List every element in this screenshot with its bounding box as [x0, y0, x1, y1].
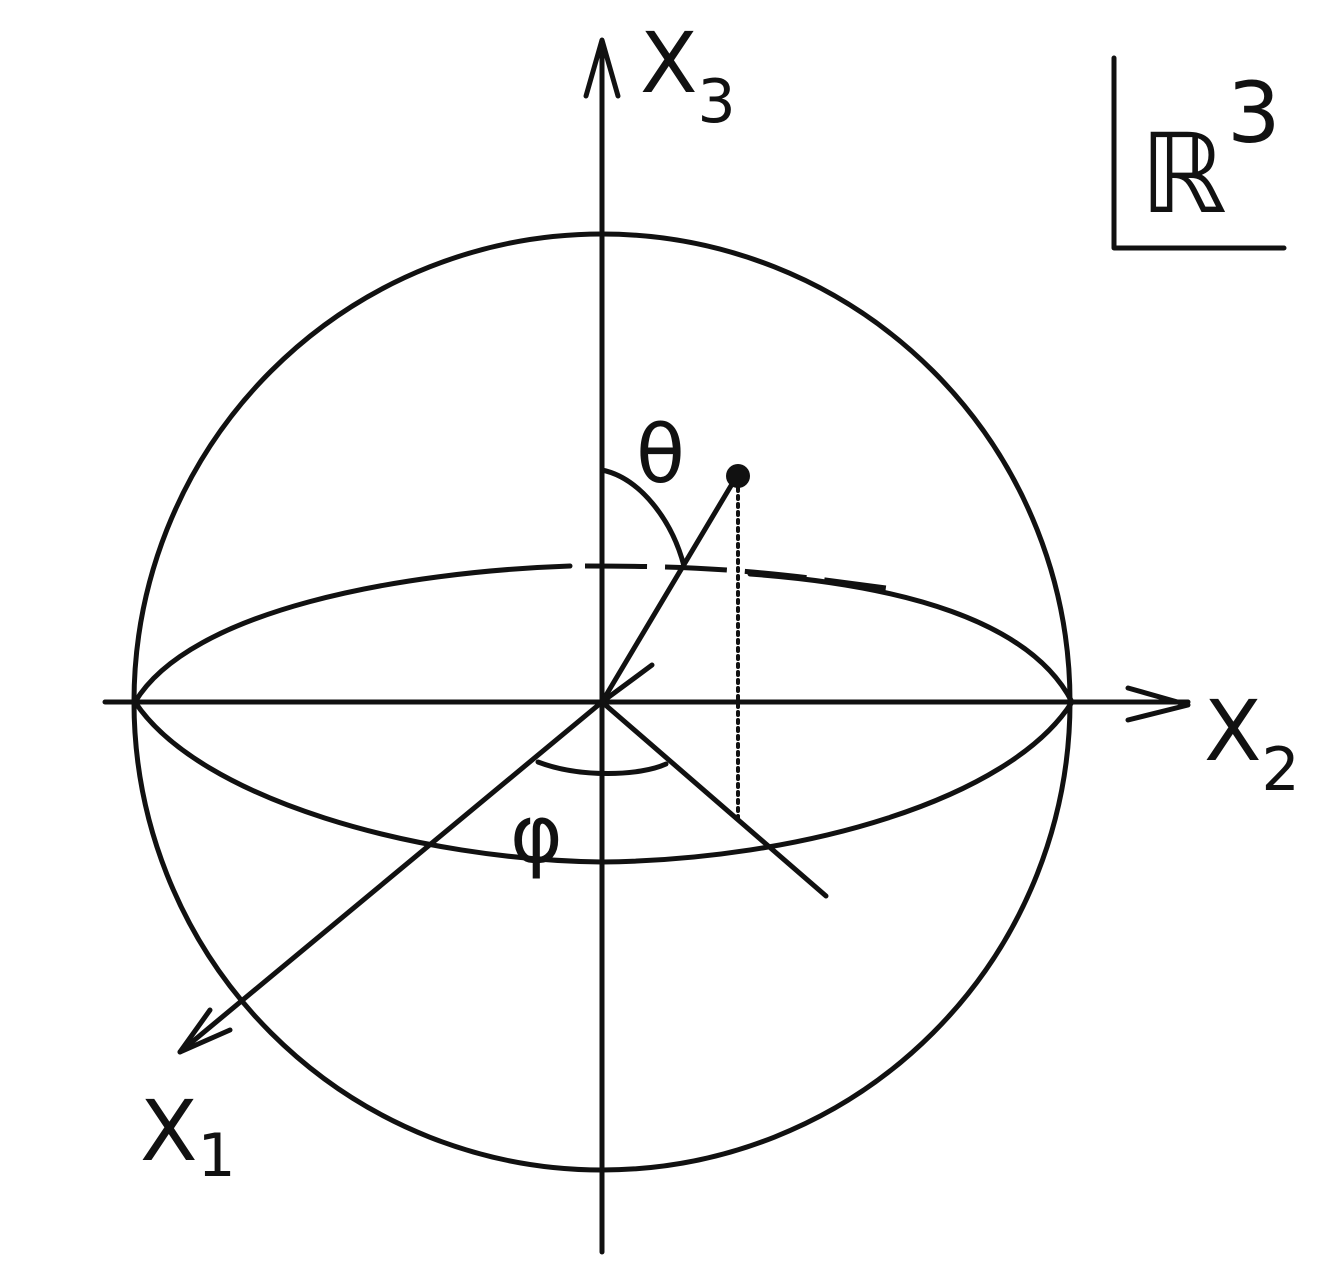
x1-arrowhead — [177, 1007, 233, 1055]
radius-vector — [599, 471, 741, 705]
x1-axis-back — [599, 662, 655, 705]
space-label-box: ℝ3 — [1111, 55, 1287, 251]
equator-back — [132, 563, 573, 705]
x2-arrowhead — [1125, 685, 1191, 723]
equator-back-dashed — [584, 563, 901, 593]
x1-axis — [177, 699, 605, 1055]
x1-label: X1 — [140, 1082, 236, 1191]
x3-arrowhead — [583, 37, 621, 99]
projection-line — [599, 699, 829, 899]
equator-back-right — [747, 571, 1075, 705]
phi-arc — [535, 759, 669, 776]
x2-label: X2 — [1204, 682, 1300, 805]
phi-label: φ — [510, 788, 563, 881]
x3-label: X3 — [640, 14, 736, 137]
theta-label: θ — [636, 408, 685, 501]
point-marker — [726, 464, 750, 488]
space-label: ℝ3 — [1140, 64, 1281, 238]
theta-arc — [599, 467, 687, 569]
